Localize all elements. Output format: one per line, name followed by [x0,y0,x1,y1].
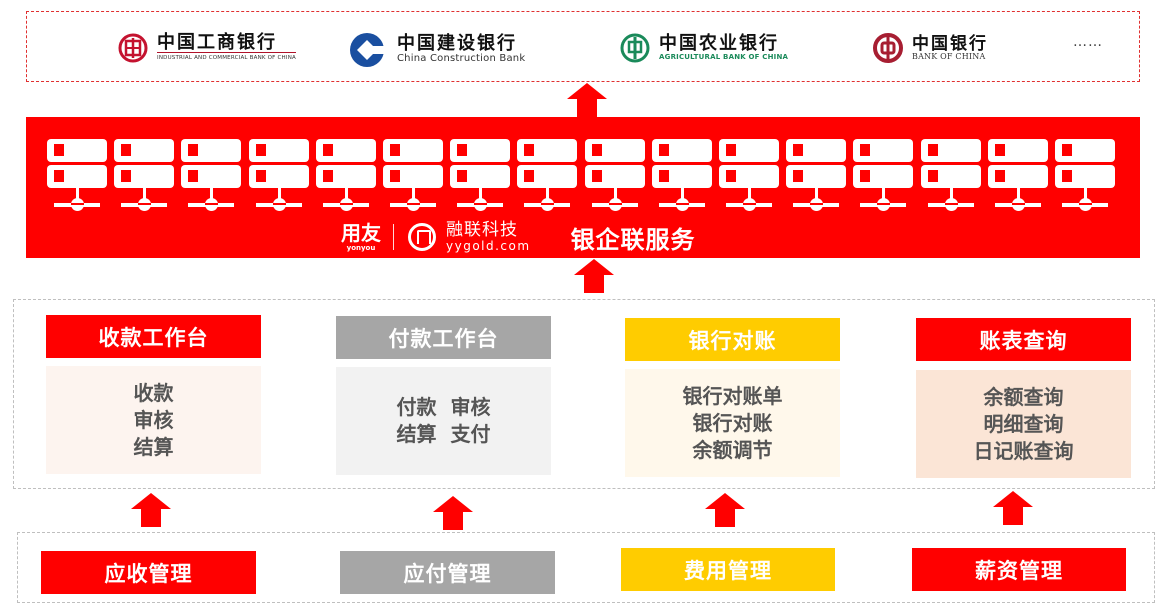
server-icon [1055,139,1115,211]
arrow-up-icon [574,259,614,293]
module-body-receipt: 收款 审核 结算 [46,366,261,474]
bank-subtitle: BANK OF CHINA [912,52,986,61]
server-icon [987,139,1048,211]
bank-boc: 中国银行 BANK OF CHINA [872,32,988,64]
server-icon [786,139,847,211]
ccb-logo-icon [350,33,389,67]
bank-name: 中国建设银行 [397,33,517,54]
source-payables[interactable]: 应付管理 [340,551,555,594]
server-icon [920,139,981,211]
server-icon [248,139,309,211]
module-header-receipt[interactable]: 收款工作台 [46,315,261,358]
service-title: 银企联服务 [570,225,696,254]
server-icon [181,139,242,211]
server-icon [651,139,712,211]
module-body-reconciliation: 银行对账单 银行对账 余额调节 [625,369,840,477]
server-icon [114,139,175,211]
ronglian-logo-icon [408,223,436,251]
module-body-payment: 付款 审核 结算 支付 [336,367,551,475]
arrow-up-icon [433,496,473,530]
server-icon [450,139,511,211]
source-systems-panel [17,532,1155,603]
bank-abc: 中国农业银行 AGRICULTURAL BANK OF CHINA [619,32,788,64]
ronglian-logo-text: 融联科技 yygold.com [446,220,531,253]
bank-name: 中国银行 [912,34,988,54]
bank-enterprise-service-band: 用友 yonyou 融联科技 yygold.com 银企联服务 [26,117,1140,258]
source-expenses[interactable]: 费用管理 [621,548,835,591]
server-icon [383,139,443,211]
source-payroll[interactable]: 薪资管理 [912,548,1126,591]
arrow-up-icon [705,493,745,527]
source-receivables[interactable]: 应收管理 [41,551,256,594]
server-icon [719,139,779,211]
arrow-up-icon [993,491,1033,525]
icbc-logo-icon [118,33,148,63]
server-icon [584,139,645,211]
module-header-ledger-query[interactable]: 账表查询 [916,318,1131,361]
bank-icbc: 中国工商银行 INDUSTRIAL AND COMMERCIAL BANK OF… [117,32,296,64]
workbench-modules-panel [13,299,1155,489]
bank-ccb: 中国建设银行 China Construction Bank [345,32,525,68]
boc-logo-icon [873,33,903,63]
logo-divider [393,224,394,250]
bank-logos-panel: 中国工商银行 INDUSTRIAL AND COMMERCIAL BANK OF… [26,11,1140,82]
server-icon [47,139,107,211]
module-header-payment[interactable]: 付款工作台 [336,316,551,359]
bank-subtitle: INDUSTRIAL AND COMMERCIAL BANK OF CHINA [157,52,296,62]
server-icon [853,139,914,211]
bank-subtitle: AGRICULTURAL BANK OF CHINA [659,53,789,61]
more-banks-ellipsis: …… [1073,34,1103,50]
server-icon [517,139,578,211]
abc-logo-icon [620,33,650,63]
module-header-reconciliation[interactable]: 银行对账 [625,318,840,361]
bank-name: 中国农业银行 [659,33,779,54]
brand-row: 用友 yonyou 融联科技 yygold.com 银企联服务 [341,217,696,257]
arrow-up-icon [567,83,607,117]
bank-subtitle: China Construction Bank [397,53,526,64]
module-body-ledger-query: 余额查询 明细查询 日记账查询 [916,370,1131,478]
bank-name: 中国工商银行 [157,32,277,53]
server-icon [315,139,376,211]
arrow-up-icon [131,493,171,527]
yonyou-logo: 用友 yonyou [341,221,381,252]
